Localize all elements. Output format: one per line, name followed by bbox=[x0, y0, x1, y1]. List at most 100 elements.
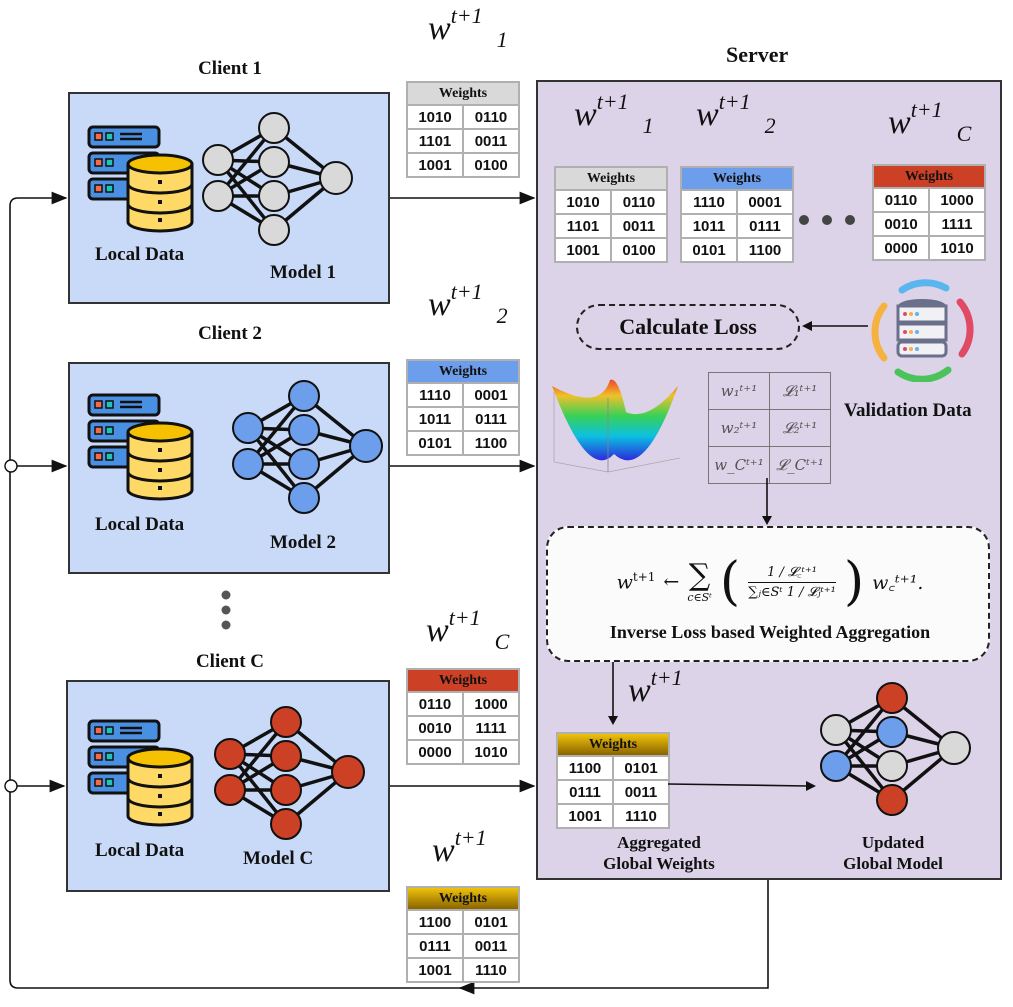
weight-cell: 1011 bbox=[406, 406, 464, 432]
weight-cell: 1001 bbox=[554, 237, 612, 263]
input-node bbox=[214, 774, 246, 806]
weight-label-1: wt+11 bbox=[428, 3, 508, 52]
model-c-network-icon bbox=[214, 706, 365, 840]
weight-cell: 0111 bbox=[406, 933, 464, 959]
weight-cell: 0101 bbox=[406, 430, 464, 456]
client-c-box: Local Data Model C bbox=[66, 680, 390, 892]
weight-cell: 1000 bbox=[928, 187, 986, 213]
server-weight-label-1: wt+11 bbox=[574, 89, 654, 138]
weight-cell: 1110 bbox=[406, 382, 464, 408]
server-weight-label-2: wt+12 bbox=[696, 89, 776, 138]
weight-cell: 0101 bbox=[612, 755, 670, 781]
weight-cell: 0110 bbox=[406, 691, 464, 717]
client-1-title: Client 1 bbox=[198, 58, 262, 79]
weight-cell: 0001 bbox=[462, 382, 520, 408]
client-1-box: Local Data Model 1 bbox=[68, 92, 390, 304]
weight-cell: 1100 bbox=[462, 430, 520, 456]
client-c-title: Client C bbox=[195, 651, 265, 672]
hidden-node bbox=[258, 214, 290, 246]
model-2-network-icon bbox=[232, 380, 383, 514]
weight-cell: 0010 bbox=[406, 715, 464, 741]
hidden-node bbox=[270, 808, 302, 840]
weight-cell: 0000 bbox=[872, 235, 930, 261]
weight-cell: 1100 bbox=[556, 755, 614, 781]
weights-header: Weights bbox=[406, 359, 520, 384]
weight-cell: 1100 bbox=[406, 909, 464, 935]
weight-cell: 0111 bbox=[556, 779, 614, 805]
hidden-node bbox=[258, 112, 290, 144]
weights-header-row: Weights bbox=[680, 166, 794, 191]
calculate-loss-label: Calculate Loss bbox=[619, 314, 757, 339]
local-data-label: Local Data bbox=[95, 244, 185, 265]
weight-label-2: wt+12 bbox=[428, 279, 508, 328]
weight-cell: 1001 bbox=[406, 152, 464, 178]
weight-cell: 1010 bbox=[554, 189, 612, 215]
weight-cell: 0010 bbox=[872, 211, 930, 237]
weight-cell: 1111 bbox=[928, 211, 986, 237]
weight-cell: 0011 bbox=[462, 933, 520, 959]
weights-to-model-arrow bbox=[668, 781, 816, 791]
local-data-label: Local Data bbox=[95, 840, 185, 861]
weight-cell: 1001 bbox=[406, 957, 464, 983]
hidden-node bbox=[876, 750, 908, 782]
hidden-node bbox=[288, 380, 320, 412]
broadcast-loop-line bbox=[9, 191, 769, 989]
output-node bbox=[319, 161, 353, 195]
weight-cell: 1001 bbox=[556, 803, 614, 829]
weight-cell: 1101 bbox=[554, 213, 612, 239]
weight-cell: 1110 bbox=[612, 803, 670, 829]
weight-cell: 1010 bbox=[462, 739, 520, 765]
weights-header-row: Weights bbox=[556, 732, 670, 757]
hidden-node bbox=[876, 682, 908, 714]
hidden-node bbox=[288, 448, 320, 480]
calculate-loss-step: Calculate Loss bbox=[576, 304, 800, 350]
weight-cell: 0100 bbox=[610, 237, 668, 263]
weights-header: Weights bbox=[872, 164, 986, 189]
input-node bbox=[214, 738, 246, 770]
hidden-node bbox=[258, 146, 290, 178]
weights-header: Weights bbox=[406, 886, 520, 911]
weight-cell: 0011 bbox=[612, 779, 670, 805]
hidden-node bbox=[270, 774, 302, 806]
ellipsis-dot bbox=[221, 605, 231, 615]
global-model-label: Updated Global Model bbox=[843, 833, 943, 873]
aggregation-to-weights-arrow bbox=[608, 662, 618, 725]
model-2-label: Model 2 bbox=[270, 532, 336, 553]
weight-cell: 1101 bbox=[406, 128, 464, 154]
output-node bbox=[349, 429, 383, 463]
weight-cell: 0101 bbox=[680, 237, 738, 263]
aggregation-step: wt+1 ← ∑ c∈Sᵗ ( 1 / 𝓛꜀ᵗ⁺¹ ∑ⱼ∈Sᵗ 1 / 𝓛ⱼᵗ⁺… bbox=[546, 526, 990, 662]
validation-data-icon bbox=[871, 279, 974, 382]
validation-data-label: Validation Data bbox=[844, 400, 972, 421]
junction-node-2 bbox=[4, 459, 18, 473]
hidden-node bbox=[876, 716, 908, 748]
weight-cell: 0011 bbox=[462, 128, 520, 154]
weights-header-row: Weights bbox=[406, 81, 520, 106]
weight-cell: 0011 bbox=[610, 213, 668, 239]
model-1-network-icon bbox=[202, 112, 353, 246]
loss-surface-plot-icon bbox=[552, 379, 681, 473]
server-weight-label-c: wt+1C bbox=[888, 97, 972, 146]
weight-cell: 0111 bbox=[462, 406, 520, 432]
